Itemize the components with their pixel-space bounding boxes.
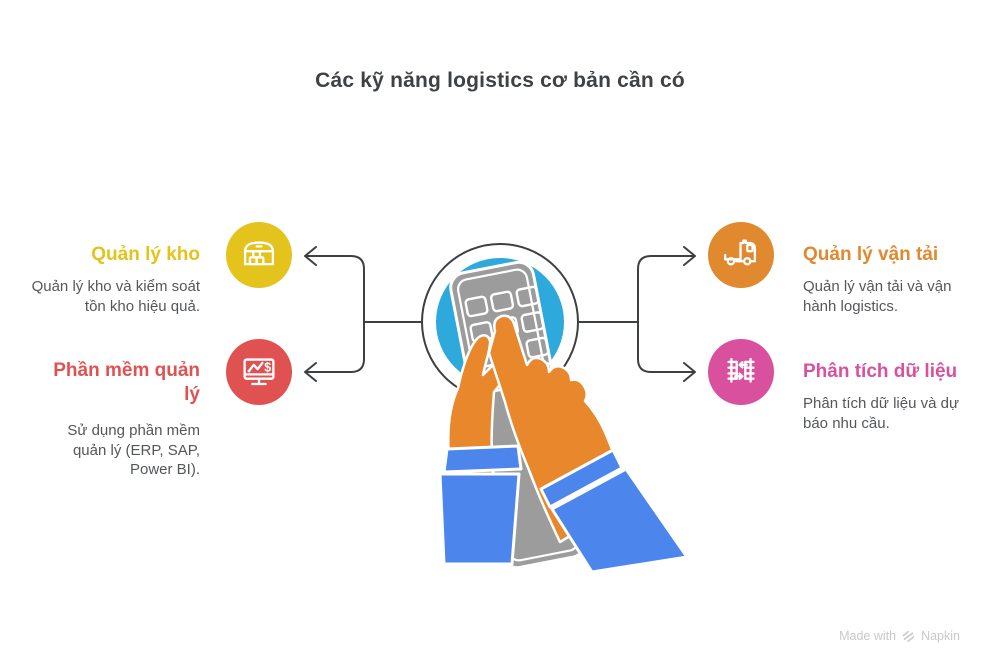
branch-software: Phần mềm quản lý Sử dụng phần mềm quản l… <box>30 359 200 480</box>
footer-credit: Made with Napkin <box>839 629 960 643</box>
arrow-right-top-icon <box>683 246 696 266</box>
branch-description: Sử dụng phần mềm quản lý (ERP, SAP, Powe… <box>67 422 200 478</box>
branch-heading: Quản lý kho <box>91 244 200 265</box>
left-sleeve <box>438 472 521 566</box>
branch-description: Quản lý vận tải và vận hành logistics. <box>803 278 952 315</box>
branch-transport: Quản lý vận tải Quản lý vận tải và vận h… <box>803 243 981 316</box>
svg-text:$: $ <box>264 361 271 375</box>
branch-analytics: Phân tích dữ liệu Phân tích dữ liệu và d… <box>803 360 981 433</box>
connector-right <box>578 246 696 382</box>
monitor-chart-glyph: $ <box>243 358 275 386</box>
branch-description: Quản lý kho và kiểm soát tồn kho hiệu qu… <box>31 278 200 315</box>
left-sleeve-cuff <box>442 444 523 474</box>
branch-warehouse: Quản lý kho Quản lý kho và kiểm soát tồn… <box>30 243 200 316</box>
warehouse-icon <box>226 222 292 288</box>
branch-heading: Quản lý vận tải <box>803 244 939 265</box>
connector-left <box>304 246 422 382</box>
monitor-chart-icon: $ <box>226 339 292 405</box>
arrow-left-top-icon <box>304 246 317 266</box>
data-transfer-glyph <box>727 357 755 383</box>
napkin-logo-icon <box>902 630 915 642</box>
branch-description: Phân tích dữ liệu và dự báo nhu cầu. <box>803 395 960 432</box>
right-sleeve <box>550 467 689 574</box>
branch-heading: Phân tích dữ liệu <box>803 361 958 382</box>
sleeves <box>438 444 689 574</box>
data-transfer-icon <box>708 339 774 405</box>
truck-glyph <box>724 239 757 266</box>
brand-label: Napkin <box>921 629 960 643</box>
truck-icon <box>708 222 774 288</box>
warehouse-glyph <box>243 241 275 266</box>
made-with-label: Made with <box>839 629 897 643</box>
page-title: Các kỹ năng logistics cơ bản cần có <box>315 69 685 92</box>
arrow-right-bottom-icon <box>683 362 696 382</box>
right-sleeve-cuff <box>539 448 624 509</box>
arrow-left-bottom-icon <box>304 362 317 382</box>
branch-heading: Phần mềm quản lý <box>53 360 200 405</box>
